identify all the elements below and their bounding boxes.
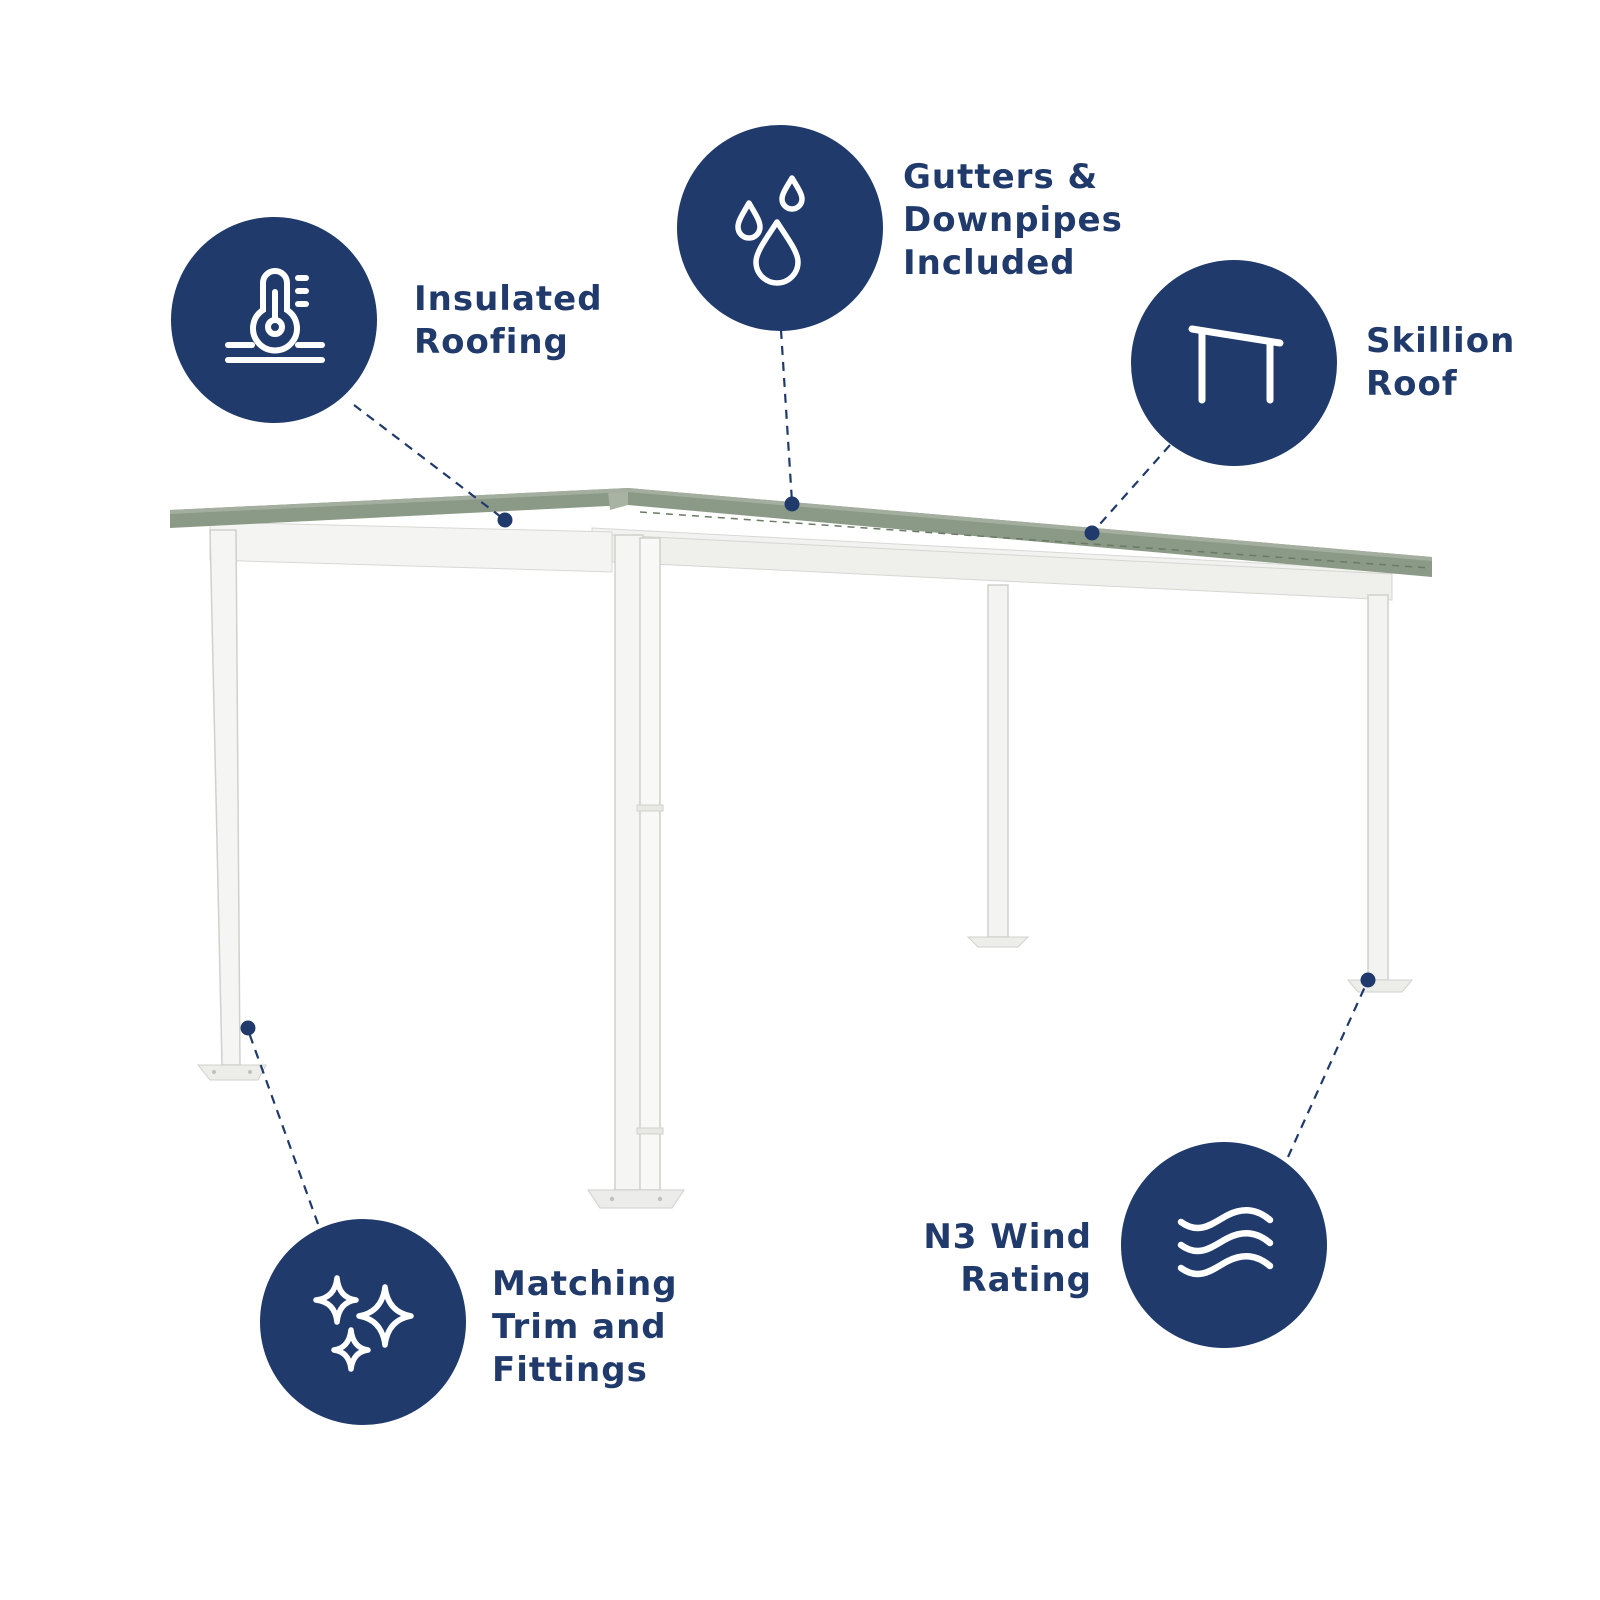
label-skillion-roof: Skillion Roof [1366, 320, 1515, 406]
skillion-roof-icon [1188, 325, 1284, 404]
label-line: Roofing [414, 322, 569, 362]
back-post [1346, 594, 1414, 993]
badge-wind-rating [1121, 1142, 1327, 1348]
connector-dots [240, 496, 1376, 1036]
connector-dot [240, 1020, 256, 1036]
front-post [196, 529, 267, 1081]
wind-waves-icon [1177, 1207, 1274, 1278]
side-beam [209, 521, 613, 573]
badge-skillion-roof [1131, 260, 1337, 466]
pergola-illustration [170, 488, 1432, 1209]
connector-line [1286, 979, 1370, 1158]
connector-dot [1360, 972, 1376, 988]
label-line: Matching [492, 1264, 678, 1304]
front-post-with-downpipe [587, 534, 685, 1209]
label-line: Rating [960, 1260, 1092, 1300]
water-drops-icon [735, 175, 805, 286]
label-line: Gutters & [903, 157, 1099, 197]
label-line: Included [903, 243, 1076, 283]
thermometer-insulation-icon [225, 268, 325, 363]
connector-dot [1084, 525, 1100, 541]
label-line: Fittings [492, 1350, 648, 1390]
connectors [246, 329, 1370, 1225]
label-line: N3 Wind [923, 1217, 1092, 1257]
label-line: Trim and [492, 1307, 667, 1347]
label-wind-rating: N3 Wind Rating [923, 1216, 1092, 1302]
connector-dot [784, 496, 800, 512]
back-post [966, 584, 1030, 948]
label-matching-trim: Matching Trim and Fittings [492, 1263, 678, 1392]
badge-matching-trim [260, 1219, 466, 1425]
label-insulated-roofing: Insulated Roofing [414, 278, 603, 364]
front-beam [611, 534, 1393, 601]
label-line: Insulated [414, 279, 603, 319]
connector-line [1091, 444, 1171, 534]
badge-insulated-roofing [171, 217, 377, 423]
label-line: Roof [1366, 364, 1458, 404]
sparkles-icon [313, 1275, 414, 1372]
label-line: Downpipes [903, 200, 1123, 240]
connector-line [246, 1029, 320, 1225]
label-line: Skillion [1366, 321, 1516, 361]
green-roof [170, 488, 1432, 577]
connector-dot [497, 512, 513, 528]
badge-gutters-downpipes [677, 125, 883, 331]
label-gutters-downpipes: Gutters & Downpipes Included [903, 156, 1123, 285]
connector-line [779, 329, 794, 503]
